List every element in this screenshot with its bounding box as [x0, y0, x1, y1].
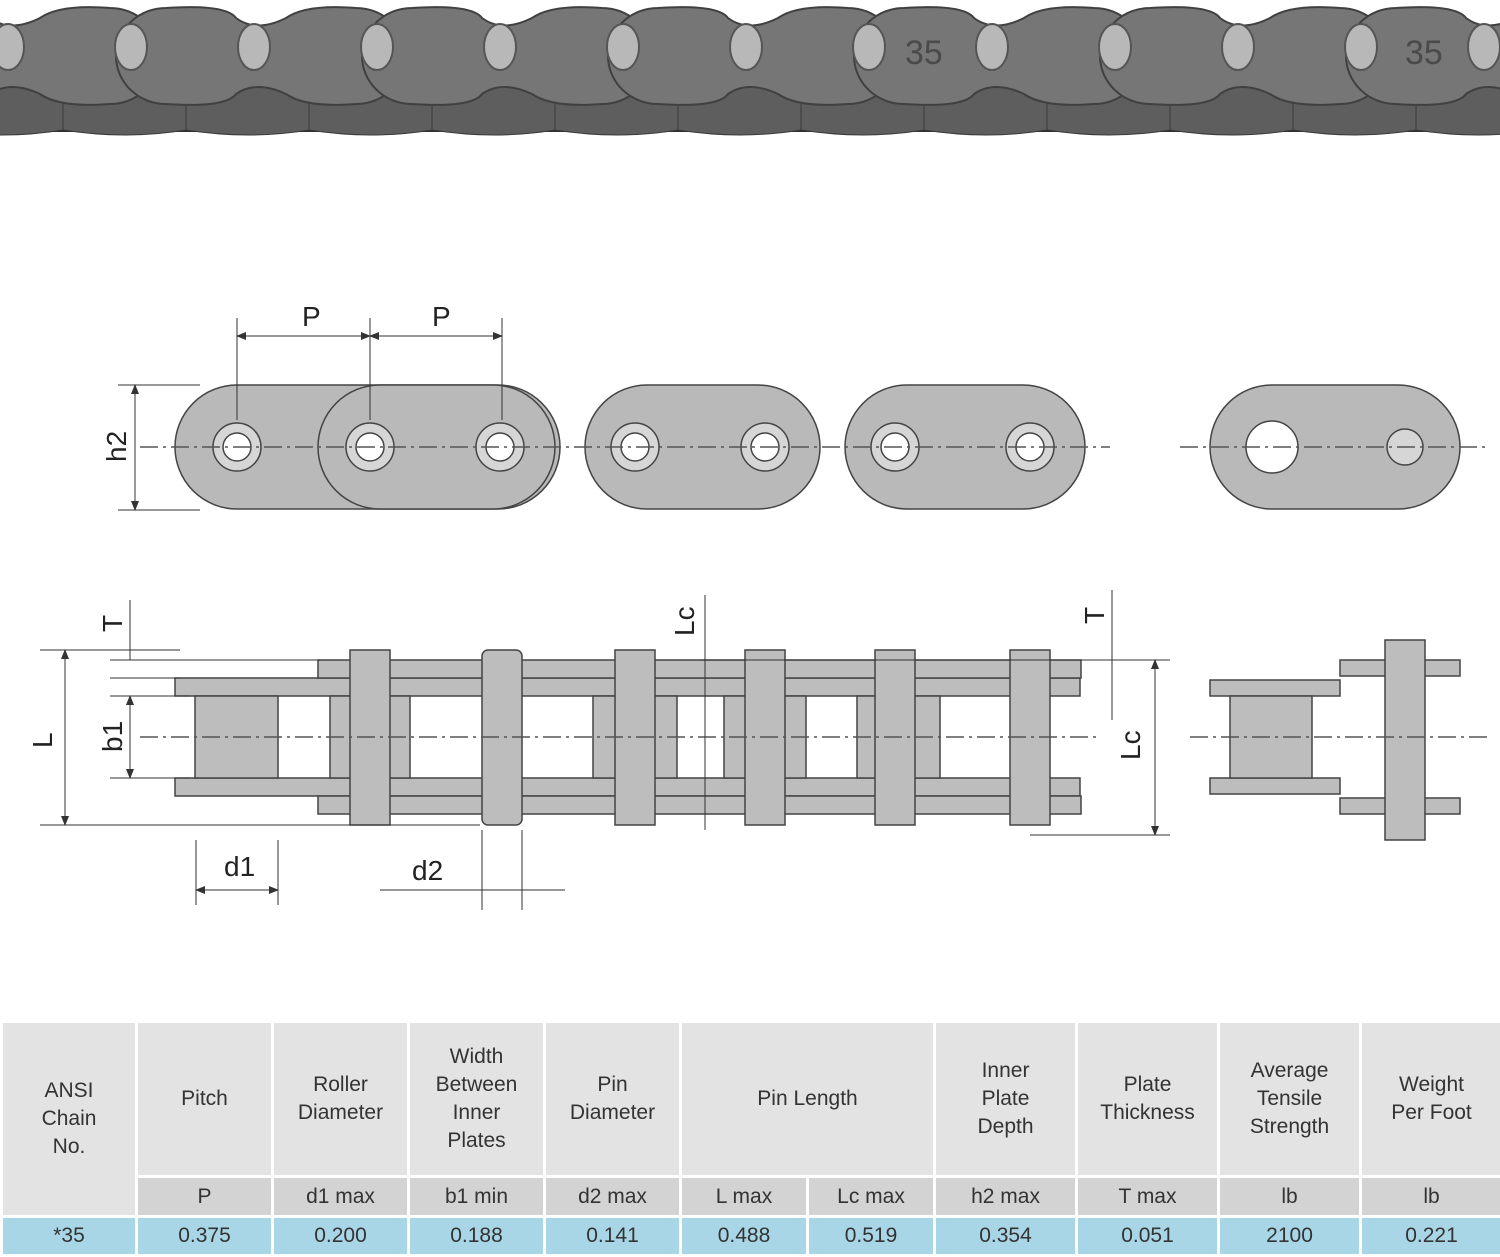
subheader-cell: P	[138, 1178, 271, 1215]
subheader-cell: T max	[1078, 1178, 1218, 1215]
dim-label-T: T	[1079, 607, 1110, 624]
header-cell: Pin Diameter	[546, 1023, 679, 1175]
header-cell: Roller Diameter	[274, 1023, 407, 1175]
header-cell: Inner Plate Depth	[936, 1023, 1076, 1175]
header-cell: Pin Length	[682, 1023, 934, 1175]
pin-head	[360, 23, 394, 71]
value-cell: 0.141	[546, 1218, 679, 1254]
chain-dimension-drawing: P P h2 T Lc T L b1 Lc d1 d2	[27, 301, 1490, 910]
subheader-cell: b1 min	[410, 1178, 543, 1215]
pin	[1384, 639, 1426, 841]
header-cell: Width Between Inner Plates	[410, 1023, 543, 1175]
chain-no-cell: *35	[3, 1218, 135, 1254]
value-cell: 0.200	[274, 1218, 407, 1254]
value-cell: 0.051	[1078, 1218, 1218, 1254]
pin-head	[852, 23, 886, 71]
dim-label-h2: h2	[101, 431, 132, 462]
specifications-table: ANSI Chain No. Pitch Roller Diameter Wid…	[0, 1020, 1500, 1257]
header-cell: Pitch	[138, 1023, 271, 1175]
pin-head	[975, 23, 1009, 71]
dim-label-Lc: Lc	[669, 606, 700, 636]
pin-head	[1344, 23, 1378, 71]
value-cell: 0.354	[936, 1218, 1076, 1254]
dim-label-pitch: P	[432, 301, 451, 332]
plate	[317, 659, 1082, 679]
dim-label-T: T	[97, 615, 128, 632]
value-cell: 0.188	[410, 1218, 543, 1254]
value-cell: 0.221	[1362, 1218, 1500, 1254]
subheader-cell: Lc max	[809, 1178, 934, 1215]
value-cell: 0.519	[809, 1218, 934, 1254]
dim-label-b1: b1	[97, 721, 128, 752]
dim-label-d2: d2	[412, 855, 443, 886]
dim-label-Lc: Lc	[1115, 730, 1146, 760]
dim-label-pitch: P	[302, 301, 321, 332]
pin-head	[729, 23, 763, 71]
subheader-cell: d2 max	[546, 1178, 679, 1215]
header-cell: Plate Thickness	[1078, 1023, 1218, 1175]
pin-head	[0, 23, 25, 71]
table-header-row: ANSI Chain No. Pitch Roller Diameter Wid…	[3, 1023, 1500, 1215]
header-cell: Weight Per Foot	[1362, 1023, 1500, 1175]
pin-head	[1098, 23, 1132, 71]
plate	[317, 795, 1082, 815]
subheader-cell: lb	[1362, 1178, 1500, 1215]
dim-label-L: L	[27, 732, 58, 748]
pin-head	[114, 23, 148, 71]
value-cell: 2100	[1220, 1218, 1360, 1254]
subheader-cell: h2 max	[936, 1178, 1076, 1215]
dim-label-d1: d1	[224, 851, 255, 882]
header-chain-no: ANSI Chain No.	[3, 1023, 135, 1215]
detail-plate	[1209, 679, 1341, 697]
header-cell: Average Tensile Strength	[1220, 1023, 1360, 1175]
subheader-cell: L max	[682, 1178, 806, 1215]
pin-head	[483, 23, 517, 71]
pin-head	[1467, 23, 1500, 71]
pin-head	[1221, 23, 1255, 71]
chain-marking: 35	[1405, 34, 1443, 72]
pin-head	[237, 23, 271, 71]
chain-photo: 35 35	[0, 6, 1500, 136]
value-cell: 0.375	[138, 1218, 271, 1254]
side-view	[140, 384, 1490, 510]
top-view	[140, 639, 1490, 841]
pin-head	[606, 23, 640, 71]
detail-plate	[1209, 777, 1341, 795]
outer-plate	[1345, 6, 1500, 106]
subheader-cell: lb	[1220, 1178, 1360, 1215]
subheader-cell: d1 max	[274, 1178, 407, 1215]
value-cell: 0.488	[682, 1218, 806, 1254]
chain-marking: 35	[905, 34, 943, 72]
